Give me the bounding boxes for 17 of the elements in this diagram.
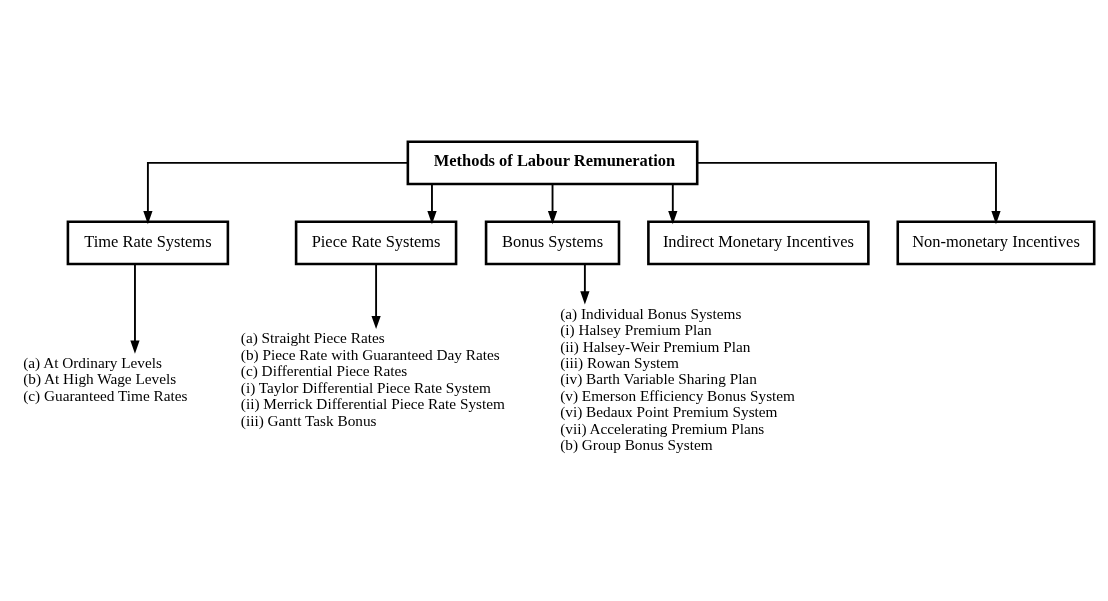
node-box: Time Rate Systems	[66, 220, 230, 266]
node-box: Bonus Systems	[484, 220, 621, 266]
node-text: (a) Individual Bonus Systems (i) Halsey Premium Plan (ii) Halsey-Weir Premium Plan (iii) Rowan System (iv) Barth Variable Sharing Plan (v) Emerson Efficiency Bonus System (vi) Bedaux Point Premium System (vii) Accelerating Premium Plans (b) Group Bonus System	[560, 304, 796, 454]
node-box: Piece Rate Systems	[294, 220, 458, 266]
arrow	[580, 263, 590, 305]
arrow	[143, 161, 409, 225]
arrow	[427, 183, 437, 225]
node-text: (a) At Ordinary Levels (b) At High Wage Levels (c) Guaranteed Time Rates	[23, 354, 188, 404]
arrow	[696, 161, 1001, 225]
node-text: (a) Straight Piece Rates (b) Piece Rate with Guaranteed Day Rates (c) Differential Piece Rates (i) Taylor Differential Piece Rate System (ii) Merrick Differential Piece Rate System (iii) Gantt Task Bonus	[240, 329, 505, 429]
arrow	[371, 263, 381, 330]
arrow	[668, 183, 678, 225]
node-box: Indirect Monetary Incentives	[647, 220, 870, 266]
node-box: Methods of Labour Remuneration	[406, 140, 699, 186]
node-box: Non-monetary Incentives	[896, 220, 1096, 266]
arrow	[547, 183, 558, 225]
arrow	[130, 263, 140, 354]
